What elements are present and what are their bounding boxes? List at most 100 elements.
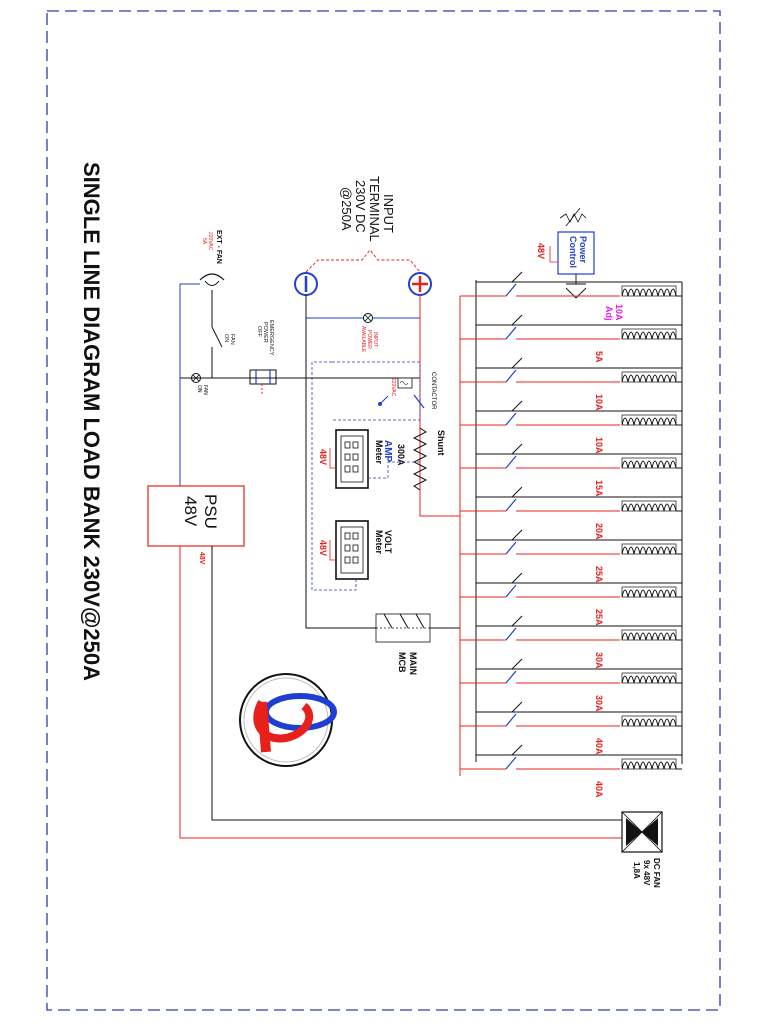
load-switch-blade-2 (511, 400, 523, 412)
load-switch-blade (505, 498, 517, 512)
shunt-label: Shunt (436, 430, 446, 456)
load-switch-blade-2 (511, 744, 523, 756)
input-terminal-3: 230V DC (353, 180, 368, 233)
psu-output: 48V (198, 552, 205, 565)
load-switch-blade (505, 756, 517, 770)
load-resistor-coil (621, 632, 677, 641)
volt-meter-dash (311, 361, 357, 591)
load-resistor-frame (621, 371, 677, 383)
load-resistor-coil (621, 331, 677, 340)
amp-meter-supply: 48V (318, 449, 328, 465)
load-resistor-coil (621, 374, 677, 383)
load-resistor-frame (621, 500, 677, 512)
load-switch-blade-2 (511, 357, 523, 369)
emergency-label-2: POWER (262, 322, 268, 343)
input-power-label-1: INPUT (372, 332, 378, 347)
load-resistor-coil (621, 546, 677, 555)
load-row-2: 10A (460, 357, 682, 411)
load-row-4: 15A (460, 443, 682, 497)
volt-meter (335, 520, 369, 580)
power-control-box (557, 231, 595, 275)
dc-fan-label-3: 1,8A (632, 862, 641, 879)
contactor-dash (332, 361, 421, 421)
load-row-3: 10A (460, 400, 682, 454)
load-resistor-frame (621, 672, 677, 684)
load-switch-blade-2 (511, 701, 523, 713)
input-terminal-4: @250A (339, 187, 354, 231)
fan-on-label-1: FAN (229, 334, 235, 345)
emergency-off-switch (249, 369, 277, 394)
load-resistor-frame (621, 715, 677, 727)
volt-meter-wire (329, 540, 336, 561)
contactor-coil: 220VAC (390, 378, 396, 397)
dc-fan-icon (621, 811, 663, 853)
load-switch-blade (505, 455, 517, 469)
ext-fan-outlet (199, 273, 225, 286)
load-resistor-frame (621, 586, 677, 598)
shunt (412, 427, 428, 491)
load-switch-blade-2 (511, 443, 523, 455)
load-resistor-frame (621, 629, 677, 641)
load-switch-blade-2 (511, 658, 523, 670)
fan-lamp-label-2: ON (196, 385, 202, 393)
load-switch-blade (505, 283, 517, 297)
amp-meter (335, 429, 369, 489)
load-rating-label: 15A (594, 480, 604, 497)
load-rating-label: 10A (594, 437, 604, 454)
emergency-label-1: EMERGENCY (268, 320, 274, 356)
psu-box (147, 485, 245, 547)
load-switch-blade (505, 369, 517, 383)
load-switch-blade (505, 584, 517, 598)
load-switch-blade-2 (511, 486, 523, 498)
power-transistor (565, 274, 587, 299)
load-rating-label: 5A (594, 351, 604, 363)
power-control-note-1: 10A (614, 304, 624, 321)
input-terminal-1: INPUT (381, 194, 396, 233)
load-resistor-frame (621, 414, 677, 426)
shunt-rating: 300A (396, 444, 406, 466)
load-switch-blade-2 (511, 271, 523, 283)
load-switch-blade (505, 627, 517, 641)
contactor (378, 377, 425, 409)
amp-meter-name: AMP (382, 440, 393, 463)
contactor-label: CONTACTOR (430, 372, 436, 410)
dc-fan-label-1: DC FAN (652, 858, 661, 888)
load-resistor-coil (621, 288, 677, 297)
psu-red-out (179, 546, 622, 839)
load-row-10: 40A (460, 701, 682, 755)
ext-fan-wire-blue (179, 283, 200, 490)
load-switch-blade (505, 326, 517, 340)
ext-fan-label: EXT - FAN (215, 230, 222, 264)
load-rating-label: 10A (594, 394, 604, 411)
load-row-7: 25A (460, 572, 682, 626)
input-power-lamp (306, 313, 420, 323)
power-control-supply: 48V (536, 243, 546, 259)
positive-rail (419, 295, 460, 517)
psu-name: PSU (201, 494, 220, 529)
load-resistor-frame (621, 758, 677, 770)
amp-meter-dash (368, 461, 420, 479)
power-control-label-1: Power (578, 236, 588, 264)
diagram-title: SINGLE LINE DIAGRAM LOAD BANK 230V@250A (79, 162, 104, 681)
input-power-label-3: AVAILABLE (360, 326, 366, 353)
volt-meter-supply: 48V (318, 540, 328, 556)
load-resistor-frame (621, 543, 677, 555)
load-rating-label: 40A (594, 781, 604, 798)
terminal-bracket (305, 249, 421, 273)
load-row-9: 30A (460, 658, 682, 712)
input-terminal-2: TERMINAL (367, 176, 382, 242)
load-resistor-coil (621, 718, 677, 727)
load-resistor-coil (621, 675, 677, 684)
load-rating-label: 25A (594, 566, 604, 583)
psu-black-out (211, 546, 622, 821)
load-resistor-coil (621, 503, 677, 512)
load-resistor-coil (621, 417, 677, 426)
fan-on-switch (211, 290, 223, 378)
amp-meter-wire (329, 448, 336, 469)
load-rating-label: 20A (594, 523, 604, 540)
load-row-1: 5A (460, 314, 682, 363)
load-resistor-coil (621, 460, 677, 469)
load-row-11: 40A (460, 744, 682, 798)
dc-fan-label-2: 9x 48V (642, 860, 651, 886)
